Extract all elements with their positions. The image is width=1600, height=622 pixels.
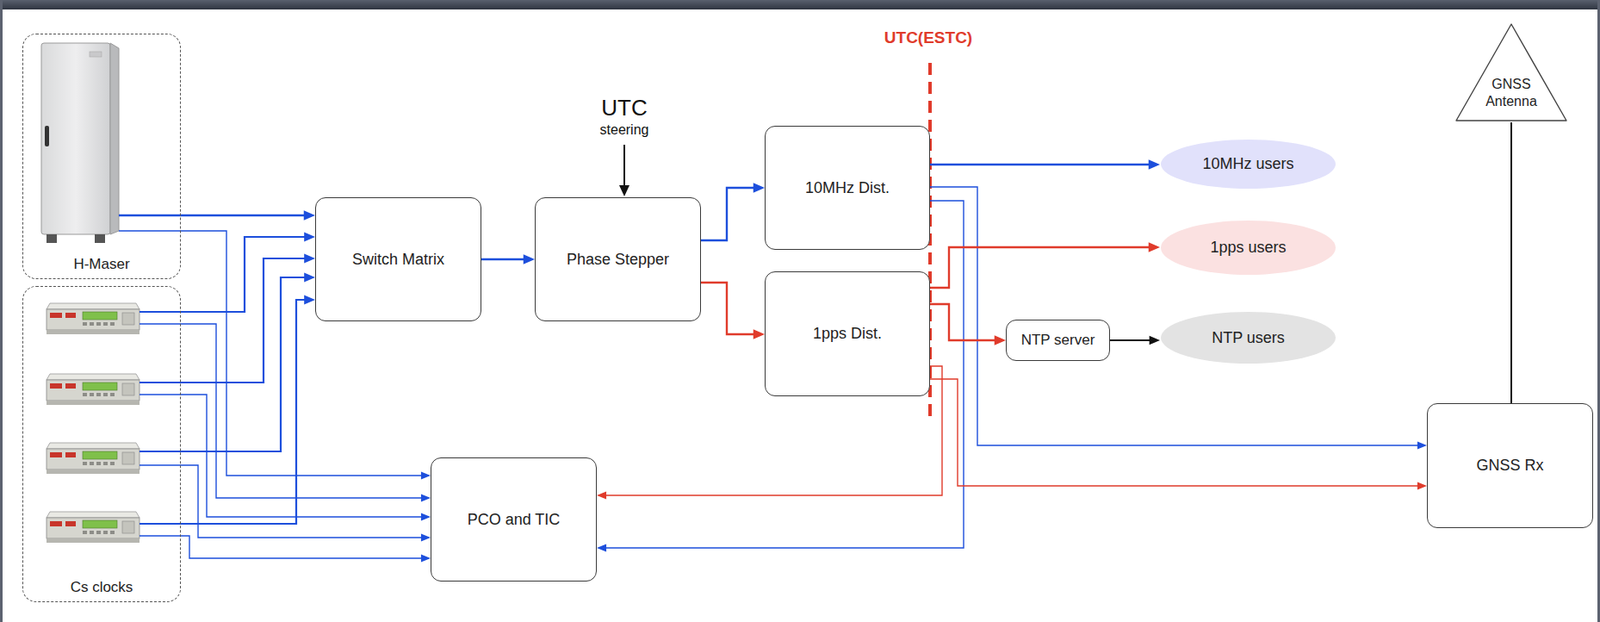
signal-connector <box>930 241 1160 288</box>
cs-clocks <box>46 303 181 543</box>
cs-clock <box>46 442 140 474</box>
signal-connector <box>700 282 765 340</box>
process-box: Switch Matrix <box>315 197 482 322</box>
node-label: Cs clocks <box>70 577 134 596</box>
side-bar <box>1597 0 1600 622</box>
signal-connector <box>180 465 431 542</box>
signal-connector <box>930 378 1427 490</box>
signal-connector <box>1511 122 1513 404</box>
user-ellipse: 1pps users <box>1159 219 1337 276</box>
node-label: GNSS Antenna <box>1481 75 1542 111</box>
user-ellipse: 10MHz users <box>1159 138 1337 190</box>
top-bar <box>0 0 1600 10</box>
node-label: GNSS Rx <box>1475 455 1544 476</box>
node-label: 1pps users <box>1209 237 1286 258</box>
process-box: Phase Stepper <box>534 197 701 322</box>
steering-arrow <box>619 144 630 197</box>
antenna-triangle: GNSS Antenna <box>1454 22 1569 123</box>
signal-connector <box>180 394 431 521</box>
signal-connector <box>180 295 316 524</box>
equipment-group: Cs clocks <box>22 285 181 602</box>
input-label: UTC <box>601 94 647 122</box>
node-label: 1pps Dist. <box>812 323 882 344</box>
user-ellipse: NTP users <box>1159 310 1337 365</box>
cs-clock <box>46 303 140 335</box>
node-label: 10MHz Dist. <box>805 178 890 199</box>
signal-connector <box>700 182 765 241</box>
node-label: NTP users <box>1211 328 1285 348</box>
input-label: steering <box>600 122 650 138</box>
signal-connector <box>930 159 1160 169</box>
node-label: H-Maser <box>73 254 130 273</box>
node-label: PCO and TIC <box>467 509 561 530</box>
signal-connector <box>930 303 1006 346</box>
node-label: 10MHz users <box>1202 154 1294 174</box>
signal-connector <box>180 272 316 452</box>
signal-connector <box>180 254 316 383</box>
signal-connector <box>180 232 316 312</box>
node-label: Switch Matrix <box>352 249 445 270</box>
side-bar <box>0 0 3 622</box>
node-label: NTP server <box>1021 330 1096 349</box>
equipment-group: H-Maser <box>22 33 181 280</box>
cs-clock <box>46 511 140 543</box>
cs-clock <box>46 373 140 405</box>
signal-connector <box>180 210 316 220</box>
signal-connector <box>1110 335 1160 345</box>
process-box: 1pps Dist. <box>764 271 931 397</box>
process-box: 10MHz Dist. <box>764 125 931 250</box>
server-box: NTP server <box>1005 319 1111 361</box>
signal-connector <box>180 323 431 503</box>
signal-connector <box>930 186 1427 450</box>
signal-connector <box>180 535 431 563</box>
node-label: Phase Stepper <box>566 249 670 270</box>
process-box: GNSS Rx <box>1426 403 1594 528</box>
maser-cabinet <box>41 43 181 243</box>
reference-label: UTC(ESTC) <box>884 28 973 48</box>
signal-connector <box>481 254 535 264</box>
process-box: PCO and TIC <box>430 457 597 582</box>
